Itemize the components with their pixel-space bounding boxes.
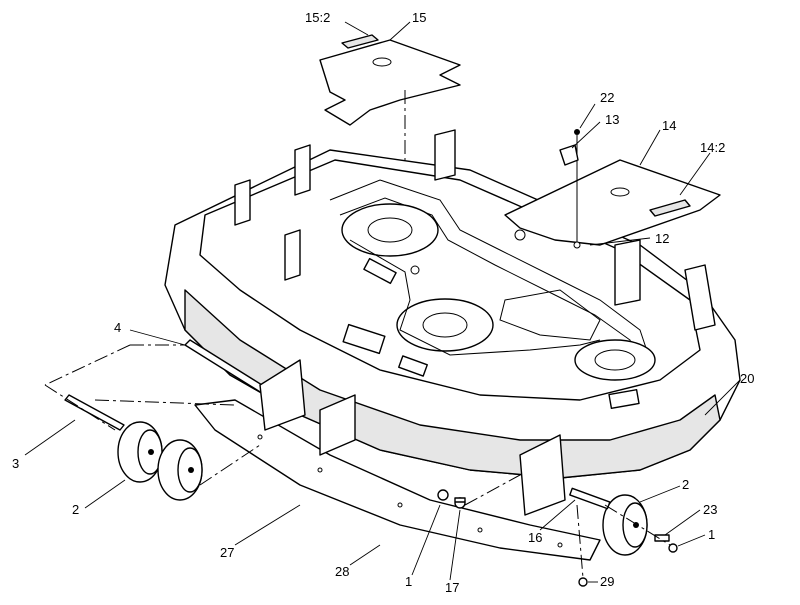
- wheel-bracket-right-part-16: [519, 434, 566, 516]
- wheel-part-2-left-front: [157, 439, 203, 501]
- callout-12: 12: [655, 231, 669, 246]
- callout-15-2: 15:2: [305, 10, 330, 25]
- nut-part-1-bottom: [437, 489, 449, 501]
- callout-20: 20: [740, 371, 754, 386]
- callout-1-right: 1: [708, 527, 715, 542]
- wheel-bracket-left: [259, 359, 356, 456]
- callout-27: 27: [220, 545, 234, 560]
- callout-13: 13: [605, 112, 619, 127]
- callout-14-2: 14:2: [700, 140, 725, 155]
- assembly-lines: [44, 90, 671, 579]
- leader-lines: [24, 21, 741, 583]
- callout-4: 4: [114, 320, 121, 335]
- callout-17: 17: [445, 580, 459, 595]
- nut-part-1-right: [668, 543, 678, 553]
- callout-23: 23: [703, 502, 717, 517]
- callout-2-right: 2: [682, 477, 689, 492]
- axle-bolt-right: [569, 487, 611, 510]
- wheel-part-2-left-rear: [117, 421, 163, 483]
- callout-29: 29: [600, 574, 614, 589]
- front-bumper-part-27: [194, 399, 601, 561]
- callout-22: 22: [600, 90, 614, 105]
- callout-1-bottom: 1: [405, 574, 412, 589]
- bolt-part-17: [454, 497, 466, 509]
- callout-labels: 15:2 15 22 13 14 14:2 12 4 20 3 2 2 23 1…: [12, 10, 754, 595]
- callout-15: 15: [412, 10, 426, 25]
- washer-part-12: [573, 241, 581, 249]
- clip-part-13: [559, 144, 579, 166]
- axle-part-3: [64, 394, 125, 431]
- belt-cover-part-15: [319, 34, 461, 126]
- callout-16: 16: [528, 530, 542, 545]
- callout-2-left: 2: [72, 502, 79, 517]
- belt-cover-part-14: [504, 159, 721, 246]
- screw-part-29: [578, 577, 588, 587]
- callout-28: 28: [335, 564, 349, 579]
- callout-14: 14: [662, 118, 676, 133]
- spacer-part-23: [654, 534, 670, 542]
- callout-3: 3: [12, 456, 19, 471]
